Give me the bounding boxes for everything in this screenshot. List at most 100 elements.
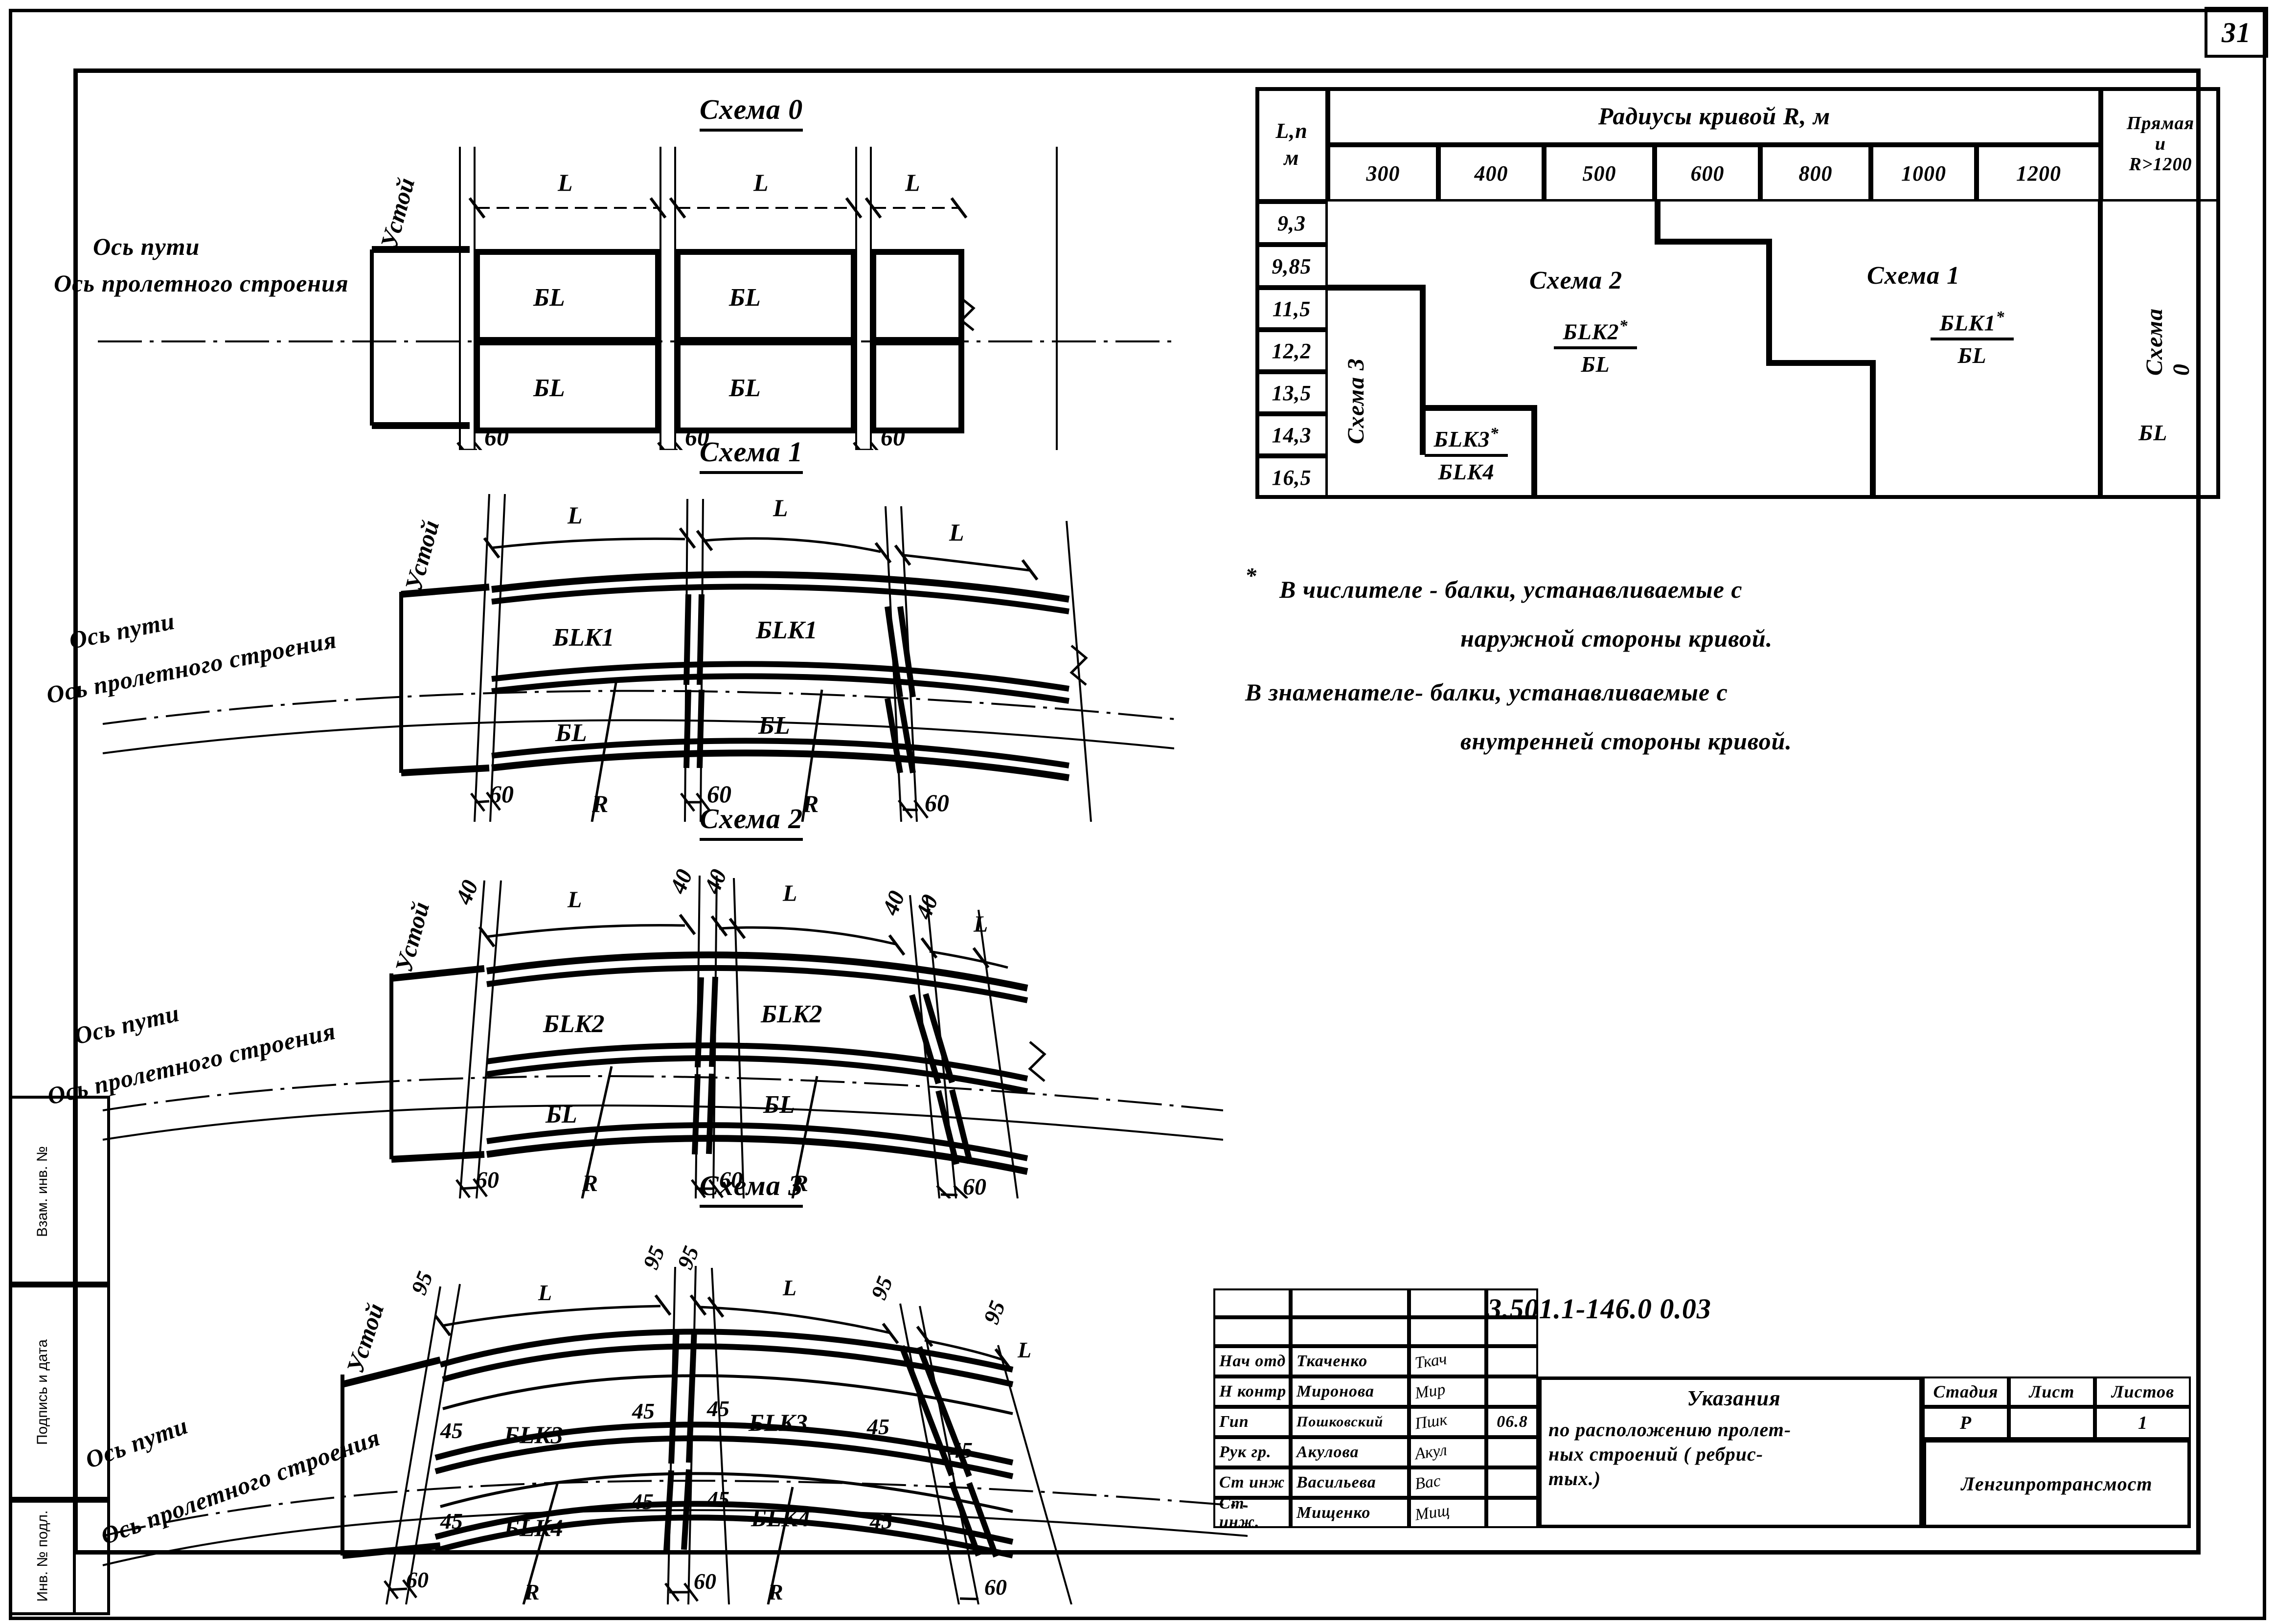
scheme-3-top-beam-2: БLK3: [748, 1409, 808, 1436]
svg-text:45: 45: [706, 1396, 729, 1421]
svg-text:R: R: [768, 1579, 783, 1604]
scheme-2-title: Схема 2: [700, 802, 803, 841]
table-zone-3-numerator: БLK3: [1433, 427, 1490, 452]
margin-box-1: [73, 1096, 110, 1287]
title-block-name-2: Пошковский: [1291, 1407, 1409, 1437]
table-zone-2-fraction: БLK2* БL: [1554, 317, 1637, 377]
svg-text:R: R: [524, 1579, 540, 1604]
svg-text:L: L: [753, 169, 769, 196]
svg-text:60: 60: [963, 1174, 986, 1198]
title-block-name-1: Миронова: [1291, 1376, 1409, 1407]
table-corner-line2: м: [1284, 146, 1299, 170]
title-block-title-area: Указания по расположению пролет- ных стр…: [1538, 1376, 1923, 1528]
svg-text:L: L: [782, 880, 797, 906]
footnote-line-2a: В знаменателе- балки, устанавливаемые с: [1245, 678, 1728, 706]
title-block-title-3: тых.): [1548, 1467, 1601, 1489]
scheme-3: Схема 3: [82, 1164, 1248, 1604]
scheme-3-top-beam-1: БLK3: [503, 1421, 563, 1448]
title-block-role-2: Гип: [1213, 1407, 1291, 1437]
svg-text:45: 45: [869, 1509, 892, 1534]
table-radius-col-300: 300: [1328, 145, 1438, 202]
svg-text:L: L: [567, 887, 582, 913]
sheet-inner-frame: [73, 68, 2201, 1555]
table-straight-header-l1: Прямая: [2126, 113, 2195, 134]
table-corner-label: L,п м: [1255, 87, 1328, 202]
svg-text:Устой: Устой: [400, 518, 445, 593]
title-block-blank-1: [1213, 1288, 1291, 1317]
svg-text:45: 45: [866, 1414, 889, 1439]
title-block-sheets-header: Листов: [2095, 1376, 2191, 1407]
title-block-blank-3: [1409, 1288, 1486, 1317]
table-zone-2-denominator: БL: [1581, 352, 1610, 377]
title-block-stage-header: Стадия: [1923, 1376, 2009, 1407]
table-zone-3-star: *: [1490, 425, 1499, 443]
signature-glyph-4: Вас: [1413, 1471, 1442, 1493]
scheme-1-title: Схема 1: [700, 435, 803, 474]
title-block-date-2: 06.8: [1486, 1407, 1538, 1437]
table-zone-0-label: Схема 0: [2141, 308, 2194, 376]
title-block-sign-3: Акул: [1409, 1437, 1486, 1467]
svg-text:45: 45: [632, 1398, 655, 1423]
svg-text:60: 60: [719, 1167, 743, 1193]
scheme-1-top-beam-1: БLK1: [552, 624, 614, 652]
title-block-sign-0: Ткач: [1409, 1346, 1486, 1376]
scheme-0: Схема 0: [54, 88, 1174, 450]
title-block-blank-6: [1291, 1317, 1409, 1346]
svg-text:40: 40: [665, 866, 698, 898]
title-block-date-0: [1486, 1346, 1538, 1376]
svg-text:40: 40: [699, 866, 732, 898]
title-block-sign-5: Мищ: [1409, 1498, 1486, 1528]
margin-field-vzam-label: Взам. инв. №: [34, 1146, 51, 1237]
title-block-date-3: [1486, 1437, 1538, 1467]
title-block-blank-8: [1486, 1317, 1538, 1346]
scheme-2: Схема 2: [45, 797, 1223, 1198]
title-block-date-1: [1486, 1376, 1538, 1407]
table-row-label-4: 13,5: [1255, 372, 1328, 414]
zone3-boundary-v2: [1531, 405, 1537, 499]
scheme-1: Схема 1: [44, 430, 1174, 822]
title-block-name-3: Акулова: [1291, 1437, 1409, 1467]
sheet-outer-frame: [9, 9, 2266, 1620]
svg-text:95: 95: [978, 1297, 1010, 1328]
svg-text:Устой: Устой: [390, 899, 435, 975]
table-zone-2-bar: [1554, 346, 1637, 350]
signature-glyph-5: Мищ: [1413, 1501, 1451, 1524]
svg-text:60: 60: [707, 780, 731, 808]
scheme-0-top-beam-2: БL: [728, 284, 761, 312]
svg-text:40: 40: [877, 887, 910, 919]
table-straight-header-l2: и: [2155, 134, 2166, 155]
scheme-1-top-beam-2: БLK1: [755, 616, 817, 644]
table-corner-line1: L,п: [1275, 119, 1308, 143]
svg-text:45: 45: [440, 1509, 463, 1534]
title-block-stage-value: Р: [1923, 1407, 2009, 1439]
title-block-date-5: [1486, 1498, 1538, 1528]
page-number: 31: [2205, 7, 2268, 58]
signature-glyph-0: Ткач: [1413, 1350, 1448, 1373]
zone2-boundary-v2: [1766, 239, 1772, 366]
title-block-blank-4: [1486, 1288, 1538, 1317]
table-zone-1-denominator: БL: [1957, 343, 1987, 368]
scheme-0-title: Схема 0: [700, 93, 803, 132]
table-row-label-5: 14,3: [1255, 414, 1328, 456]
table-zone-1-label: Схема 1: [1867, 262, 1960, 290]
scheme-3-bottom-beam-2: БLK4: [750, 1504, 810, 1532]
margin-field-vzam: Взам. инв. №: [12, 1096, 76, 1287]
title-block-name-0: Ткаченко: [1291, 1346, 1409, 1376]
title-block-blank-7: [1409, 1317, 1486, 1346]
title-block-sheet-value: [2009, 1407, 2095, 1439]
svg-text:L: L: [773, 494, 788, 521]
title-block-role-5: Ст инж.: [1213, 1494, 1291, 1531]
zone3-boundary-v1: [1420, 285, 1426, 455]
table-zone-2-star: *: [1619, 317, 1628, 335]
svg-text:R: R: [802, 790, 819, 817]
scheme-3-bottom-beam-1: БLK4: [503, 1514, 563, 1541]
table-straight-header-l3: R>1200: [2129, 154, 2192, 175]
table-zone-2-label: Схема 2: [1529, 267, 1623, 294]
svg-text:L: L: [567, 501, 583, 529]
svg-text:60: 60: [406, 1567, 429, 1592]
footnote-line-2b: внутренней стороны кривой.: [1460, 727, 1792, 755]
footnote-line-1a: В числителе - балки, устанавливаемые с: [1279, 576, 1743, 603]
zone2-boundary-h2: [1766, 360, 1876, 366]
table-zone-1-bar: [1931, 338, 2014, 341]
